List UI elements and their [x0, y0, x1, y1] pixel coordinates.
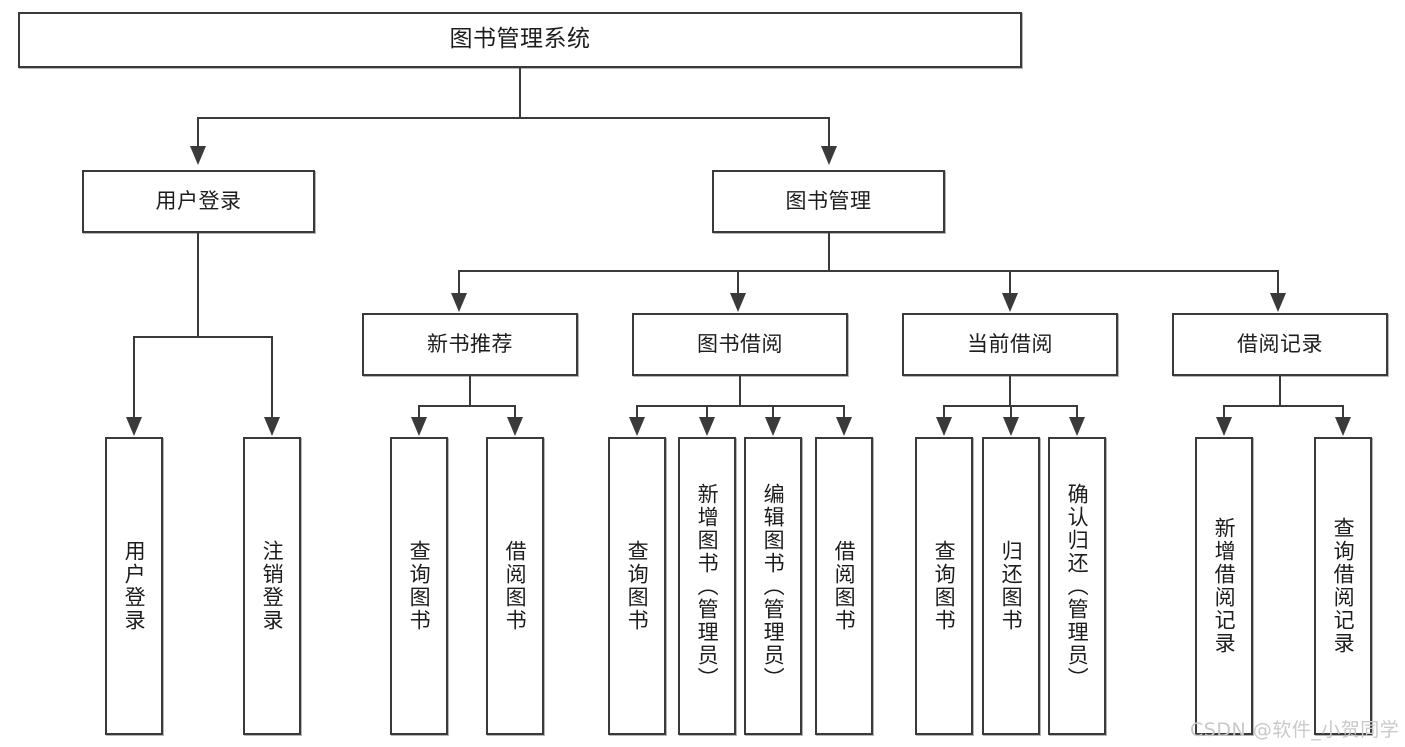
- arrowhead-leaf-query-borrow-record: [1335, 417, 1351, 436]
- node-label: 新增图书（管理员）: [695, 482, 720, 690]
- node-label: 当前借阅: [967, 331, 1053, 356]
- arrowhead-leaf-add-book: [699, 417, 715, 436]
- connector-to-current-borrow: [1009, 270, 1011, 294]
- arrowhead-leaf-edit-book: [765, 417, 781, 436]
- node-leaf-borrow-book-1[interactable]: 借阅图书: [486, 437, 544, 735]
- node-label: 借阅记录: [1237, 331, 1323, 356]
- connector-to-borrow-record: [1277, 270, 1279, 294]
- node-label: 用户登录: [122, 540, 147, 632]
- node-book-management[interactable]: 图书管理: [712, 170, 945, 233]
- node-current-borrow[interactable]: 当前借阅: [902, 313, 1118, 376]
- connector-borrow-record-stem: [1279, 376, 1281, 406]
- connector-to-leaf-borrow-book-1: [514, 405, 516, 419]
- connector-to-leaf-confirm-return: [1076, 405, 1078, 419]
- connector-to-leaf-borrow-book-2: [843, 405, 845, 419]
- connector-user-login-bus: [133, 336, 273, 338]
- node-label: 查询图书: [932, 540, 957, 632]
- connector-to-book-borrow: [737, 270, 739, 294]
- connector-to-leaf-query-book-3: [943, 405, 945, 419]
- arrowhead-leaf-add-borrow-record: [1216, 417, 1232, 436]
- arrowhead-leaf-query-book-1: [411, 417, 427, 436]
- node-label: 注销登录: [260, 540, 285, 632]
- arrowhead-current-borrow: [1002, 293, 1018, 312]
- arrowhead-leaf-confirm-return: [1069, 417, 1085, 436]
- node-label: 图书管理: [785, 188, 872, 213]
- connector-user-login-stem: [197, 233, 199, 337]
- node-leaf-return-book[interactable]: 归还图书: [982, 437, 1040, 735]
- connector-book-borrow-bus: [636, 405, 844, 407]
- node-leaf-confirm-return[interactable]: 确认归还（管理员）: [1048, 437, 1106, 735]
- arrowhead-leaf-return-book: [1003, 417, 1019, 436]
- connector-to-leaf-user-login: [133, 336, 135, 418]
- node-label: 用户登录: [155, 188, 242, 213]
- node-leaf-user-login[interactable]: 用户登录: [105, 437, 163, 735]
- connector-to-user-login: [197, 117, 199, 147]
- node-leaf-add-borrow-record[interactable]: 新增借阅记录: [1195, 437, 1253, 735]
- csdn-watermark: CSDN @软件_小贺同学: [1190, 719, 1400, 741]
- connector-current-borrow-stem: [1009, 376, 1011, 406]
- node-label: 确认归还（管理员）: [1065, 482, 1090, 690]
- node-label: 编辑图书（管理员）: [761, 482, 786, 690]
- connector-to-leaf-edit-book: [772, 405, 774, 419]
- node-label: 归还图书: [999, 540, 1024, 632]
- node-book-borrow[interactable]: 图书借阅: [632, 313, 848, 376]
- connector-to-leaf-query-book-1: [418, 405, 420, 419]
- node-label: 新书推荐: [427, 331, 513, 356]
- connector-borrow-record-bus: [1223, 405, 1343, 407]
- connector-to-book-manage: [828, 117, 830, 147]
- arrowhead-new-book-recommend: [451, 293, 467, 312]
- connector-root-stem: [519, 68, 521, 118]
- node-leaf-add-book[interactable]: 新增图书（管理员）: [678, 437, 736, 735]
- connector-to-leaf-query-book-2: [636, 405, 638, 419]
- node-leaf-borrow-book-2[interactable]: 借阅图书: [815, 437, 873, 735]
- node-label: 查询借阅记录: [1331, 517, 1356, 655]
- arrowhead-leaf-query-book-3: [936, 417, 952, 436]
- arrowhead-leaf-borrow-book-1: [507, 417, 523, 436]
- arrowhead-leaf-user-login: [126, 417, 142, 436]
- node-leaf-query-book-1[interactable]: 查询图书: [390, 437, 448, 735]
- node-leaf-query-book-2[interactable]: 查询图书: [608, 437, 666, 735]
- connector-to-leaf-add-book: [706, 405, 708, 419]
- arrowhead-leaf-query-book-2: [629, 417, 645, 436]
- node-leaf-query-book-3[interactable]: 查询图书: [915, 437, 973, 735]
- connector-to-leaf-logout-login: [271, 336, 273, 418]
- node-label: 图书管理系统: [449, 26, 591, 53]
- node-leaf-query-borrow-record[interactable]: 查询借阅记录: [1314, 437, 1372, 735]
- connector-book-manage-stem: [828, 233, 830, 271]
- node-user-login[interactable]: 用户登录: [82, 170, 315, 233]
- connector-to-new-book-recommend: [458, 270, 460, 294]
- connector-book-borrow-stem: [739, 376, 741, 406]
- connector-to-leaf-query-borrow-record: [1342, 405, 1344, 419]
- node-label: 新增借阅记录: [1212, 517, 1237, 655]
- node-leaf-logout-login[interactable]: 注销登录: [243, 437, 301, 735]
- node-label: 查询图书: [407, 540, 432, 632]
- arrowhead-borrow-record: [1270, 293, 1286, 312]
- arrowhead-user-login: [190, 146, 206, 165]
- node-borrow-record[interactable]: 借阅记录: [1172, 313, 1388, 376]
- connector-new-book-recommend-bus: [418, 405, 516, 407]
- connector-to-leaf-add-borrow-record: [1223, 405, 1225, 419]
- arrowhead-book-manage: [821, 146, 837, 165]
- node-label: 查询图书: [625, 540, 650, 632]
- connector-level2-bus: [198, 117, 830, 119]
- connector-level3-bus: [458, 270, 1279, 272]
- node-label: 借阅图书: [503, 540, 528, 632]
- arrowhead-book-borrow: [730, 293, 746, 312]
- node-label: 图书借阅: [697, 331, 783, 356]
- node-new-book-recommend[interactable]: 新书推荐: [362, 313, 578, 376]
- arrowhead-leaf-borrow-book-2: [836, 417, 852, 436]
- node-root-book-management-system[interactable]: 图书管理系统: [18, 12, 1022, 68]
- connector-new-book-recommend-stem: [469, 376, 471, 406]
- arrowhead-leaf-logout-login: [264, 417, 280, 436]
- connector-to-leaf-return-book: [1010, 405, 1012, 419]
- node-label: 借阅图书: [832, 540, 857, 632]
- node-leaf-edit-book[interactable]: 编辑图书（管理员）: [744, 437, 802, 735]
